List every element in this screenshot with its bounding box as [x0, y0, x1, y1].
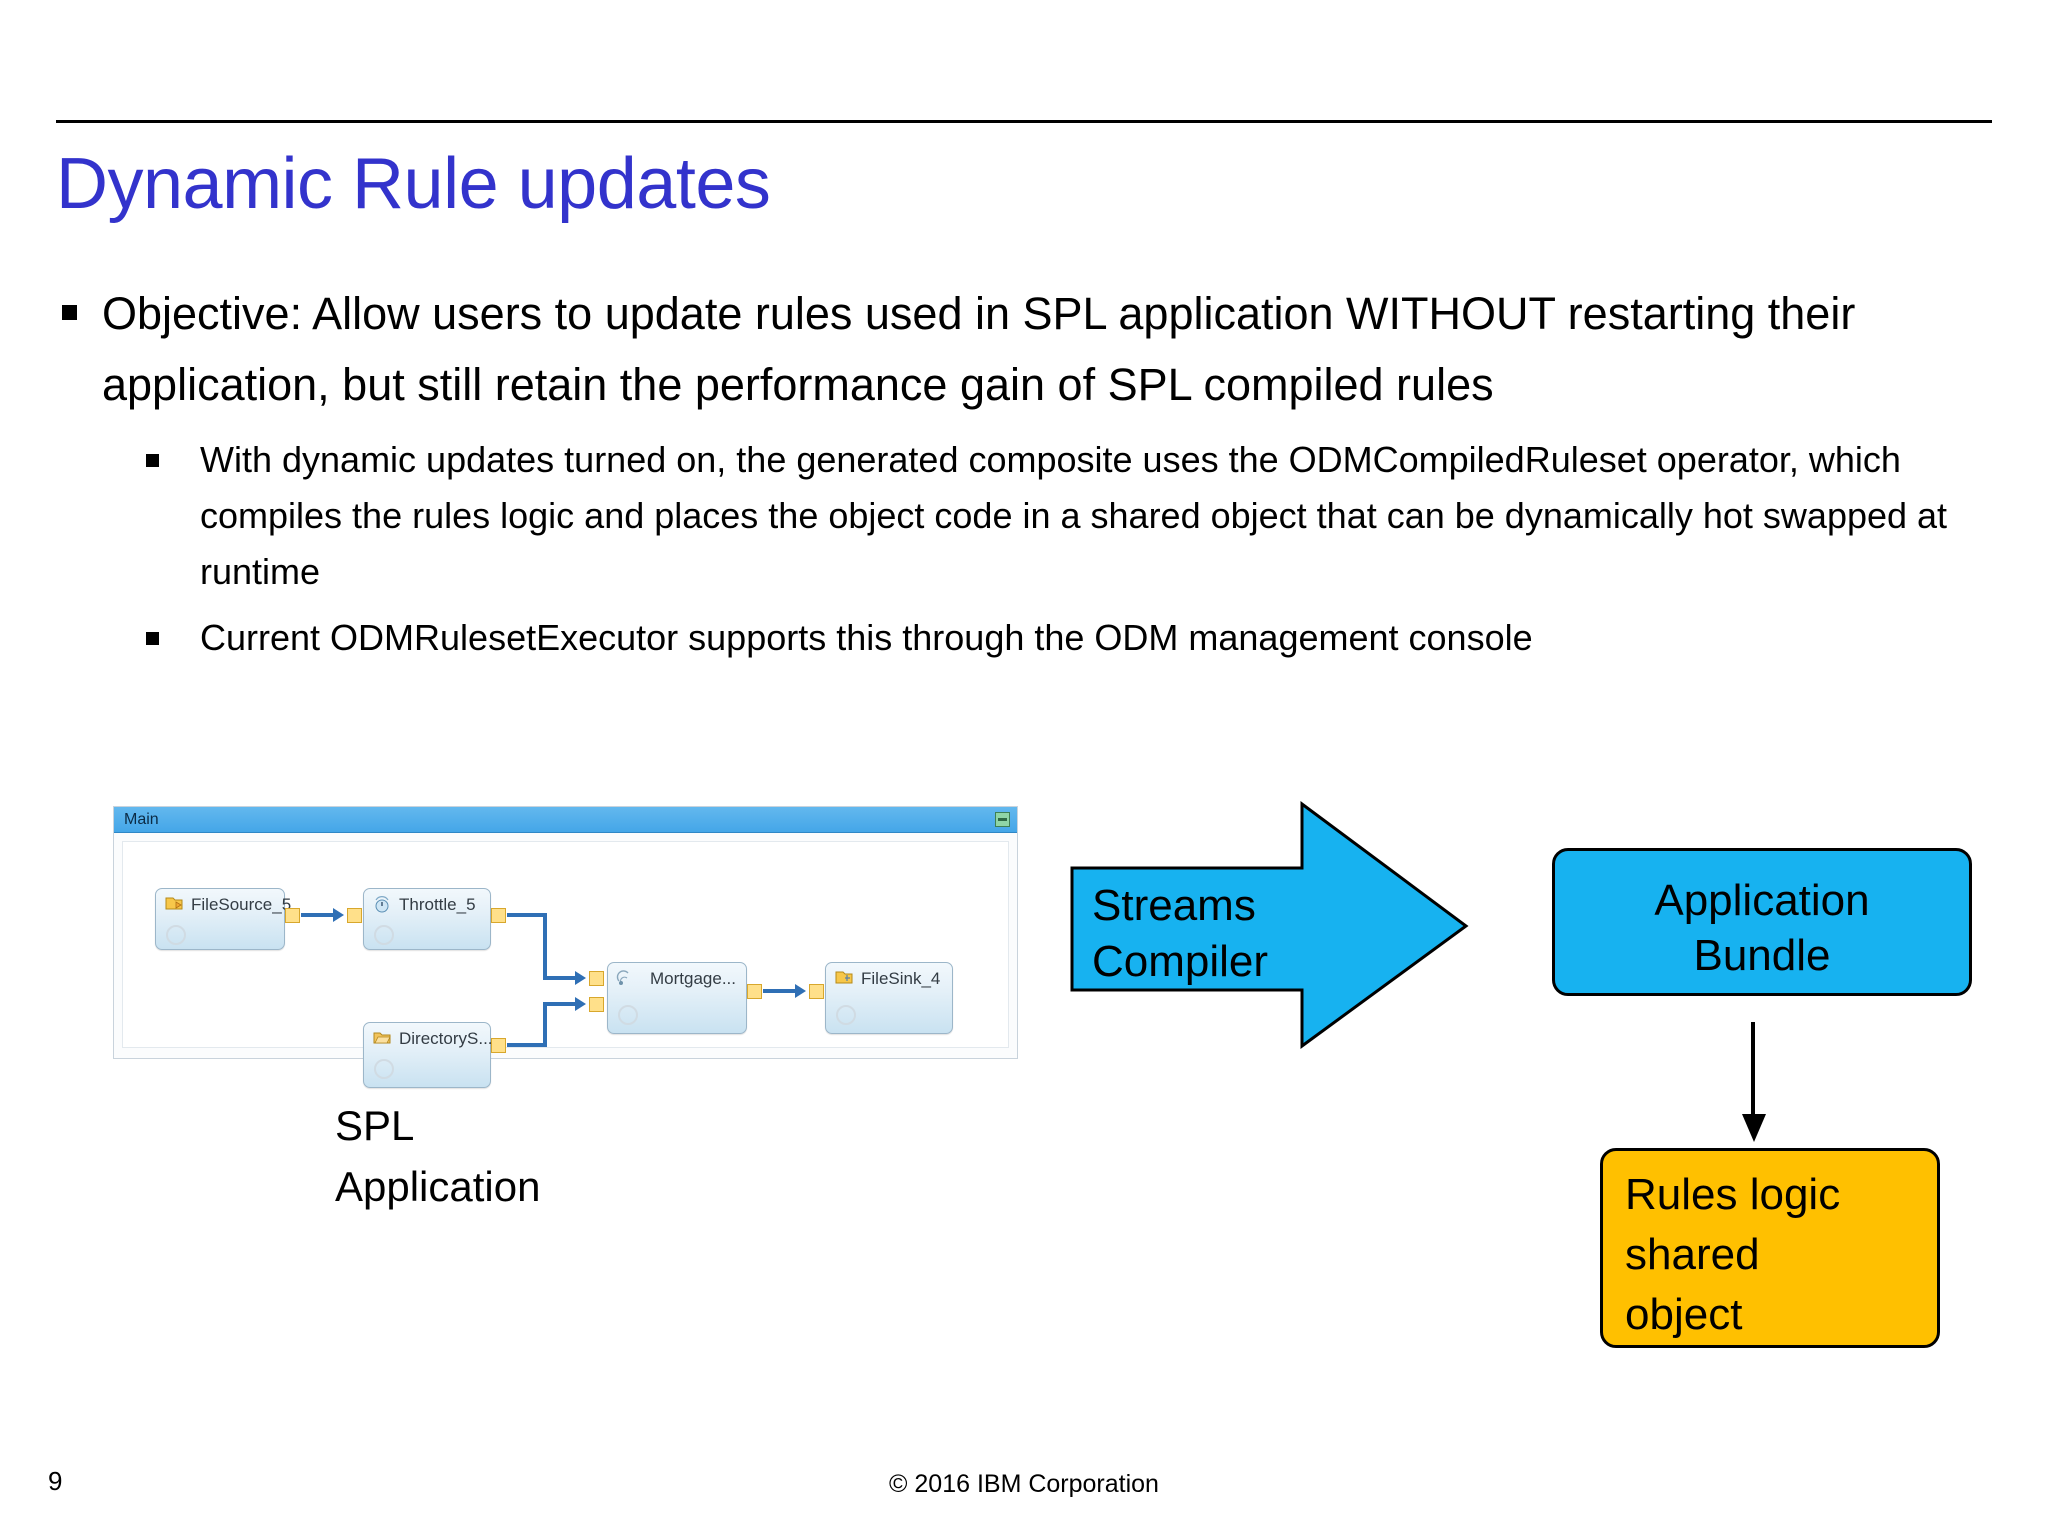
streams-compiler-arrow: Streams Compiler: [1070, 800, 1470, 1050]
rules-object-line2: shared: [1625, 1230, 1760, 1279]
operator-input-port[interactable]: [347, 908, 362, 923]
operator-label: DirectoryS...: [399, 1029, 493, 1048]
connection-wire: [543, 1002, 547, 1047]
sub-bullet-ruleset-executor-text: Current ODMRulesetExecutor supports this…: [200, 617, 1533, 658]
sub-bullet-ruleset-executor: Current ODMRulesetExecutor supports this…: [138, 610, 2016, 666]
compiler-label-line1: Streams: [1092, 881, 1256, 930]
arrow-head: [1742, 1114, 1766, 1142]
bullet-objective-text: Objective: Allow users to update rules u…: [102, 288, 1856, 410]
operator-output-port[interactable]: [747, 984, 762, 999]
operator-output-port[interactable]: [491, 1038, 506, 1053]
operator-output-port[interactable]: [491, 908, 506, 923]
spl-caption-line2: Application: [335, 1163, 541, 1210]
editor-title-bar: Main: [114, 807, 1017, 833]
operator-label: Throttle_5: [399, 895, 476, 914]
application-bundle-line1: Application: [1654, 876, 1870, 925]
rules-shared-object-box: Rules logic shared object: [1600, 1148, 1940, 1348]
operator-throttle[interactable]: Throttle_5: [363, 888, 491, 950]
operator-directoryscan[interactable]: DirectoryS...: [363, 1022, 493, 1088]
copyright-notice: © 2016 IBM Corporation: [889, 1470, 1159, 1498]
directory-scan-icon: [372, 1029, 392, 1047]
compiler-label-line2: Compiler: [1092, 937, 1269, 986]
operator-status-icon: [374, 1059, 394, 1079]
connection-wire: [543, 1002, 577, 1006]
operator-filesource[interactable]: FileSource_5: [155, 888, 291, 950]
page-number: 9: [48, 1466, 63, 1496]
connection-wire: [301, 913, 335, 917]
slide-body: Objective: Allow users to update rules u…: [56, 278, 2016, 676]
connection-wire: [543, 976, 577, 980]
header-divider: [56, 120, 1992, 123]
operator-mortgage-rules[interactable]: Mortgage...: [607, 962, 747, 1034]
bullet-objective: Objective: Allow users to update rules u…: [56, 278, 2016, 420]
file-source-icon: [164, 895, 184, 913]
arrow-shaft: [1751, 1022, 1755, 1118]
sub-bullet-dynamic-updates-text: With dynamic updates turned on, the gene…: [200, 439, 1948, 592]
editor-title-label: Main: [124, 811, 159, 828]
bullet-square-icon: [146, 454, 159, 467]
sub-bullet-list: With dynamic updates turned on, the gene…: [56, 432, 2016, 666]
page-title: Dynamic Rule updates: [56, 144, 771, 224]
application-bundle-line2: Bundle: [1693, 931, 1831, 980]
operator-status-icon: [618, 1005, 638, 1025]
operator-input-port[interactable]: [809, 984, 824, 999]
connection-arrowhead: [575, 971, 586, 985]
connection-arrowhead: [575, 997, 586, 1011]
operator-input-port[interactable]: [589, 997, 604, 1012]
application-bundle-box: Application Bundle: [1552, 848, 1972, 996]
rules-object-line1: Rules logic: [1625, 1170, 1841, 1219]
right-arrow-icon: [1070, 801, 1469, 1049]
spl-caption-line1: SPL: [335, 1102, 415, 1149]
connection-wire: [763, 989, 797, 993]
streams-compiler-label: Streams Compiler: [1092, 878, 1268, 990]
minimize-icon[interactable]: [995, 812, 1010, 827]
connection-wire: [507, 1043, 547, 1047]
connection-arrowhead: [333, 908, 344, 922]
throttle-icon: [372, 895, 392, 913]
operator-status-icon: [836, 1005, 856, 1025]
connection-wire: [543, 913, 547, 980]
connection-arrowhead: [795, 984, 806, 998]
operator-output-port[interactable]: [285, 908, 300, 923]
down-arrow-icon: [1742, 1022, 1766, 1144]
operator-label: FileSource_5: [191, 895, 292, 914]
editor-canvas: FileSource_5 Throttle_5: [122, 841, 1009, 1088]
operator-status-icon: [166, 925, 186, 945]
operator-label: Mortgage...: [650, 969, 736, 988]
file-sink-icon: [834, 969, 854, 987]
connection-wire: [507, 913, 547, 917]
bullet-square-icon: [146, 632, 159, 645]
operator-input-port[interactable]: [589, 971, 604, 986]
sub-bullet-dynamic-updates: With dynamic updates turned on, the gene…: [138, 432, 2016, 600]
spl-graph-editor: Main FileSource_5: [113, 806, 1018, 1088]
operator-label: FileSink_4: [861, 969, 941, 988]
operator-status-icon: [374, 925, 394, 945]
bullet-square-icon: [62, 305, 77, 320]
mortgage-rules-icon: [616, 969, 636, 987]
spl-application-caption: SPL Application: [335, 1095, 540, 1217]
operator-filesink[interactable]: FileSink_4: [825, 962, 953, 1034]
rules-object-line3: object: [1625, 1290, 1743, 1339]
